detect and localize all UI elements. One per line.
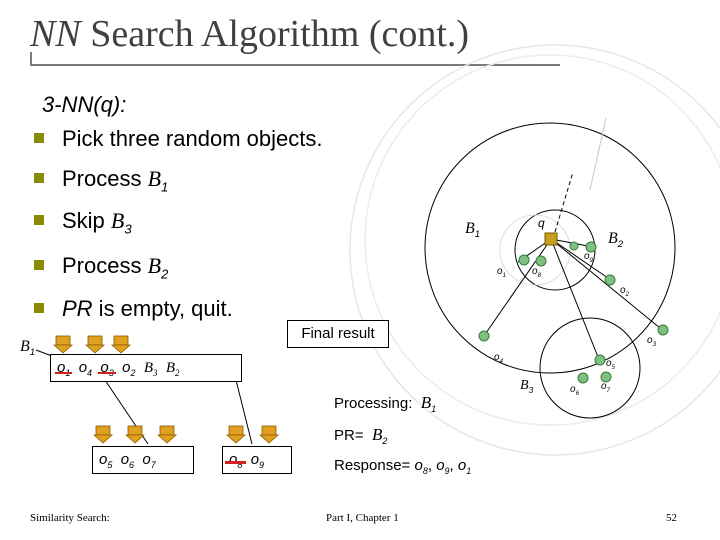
object-o5 — [594, 354, 606, 366]
query-point — [544, 232, 558, 246]
label-o2: o2 — [620, 285, 629, 298]
arrow-icon — [52, 335, 74, 354]
ball-b3 — [539, 317, 641, 419]
entry-o4: o4 — [78, 359, 93, 378]
pr-line: PR= B2 — [334, 425, 388, 446]
object-o9 — [585, 241, 597, 253]
entry-o1: o1 — [55, 359, 73, 378]
query-ball — [499, 214, 571, 286]
bullet-marker — [34, 133, 44, 144]
label-o6: o6 — [570, 384, 579, 397]
object-o6 — [577, 372, 589, 384]
bullet-marker — [34, 173, 44, 184]
page-number: 52 — [666, 512, 677, 524]
entry-o3: o3 — [98, 359, 116, 378]
title-rule-tick — [30, 52, 32, 66]
entry-o2: o2 — [122, 359, 136, 378]
bullet-marker — [34, 260, 44, 271]
q-to-o2-line — [550, 238, 609, 279]
ball-b2-label: B2 — [608, 230, 624, 251]
arrow-icon — [225, 425, 247, 444]
final-result-box: Final result — [287, 320, 389, 348]
arrow-icon — [156, 425, 178, 444]
heading: 3-NN(q): — [42, 92, 127, 117]
tree-root-label: B1 — [20, 338, 36, 359]
object-o4 — [478, 330, 490, 342]
entry-b3: B3 — [143, 360, 158, 378]
bullet-3: Skip B3 — [34, 208, 132, 236]
slide-title: NN Search Algorithm (cont.) — [30, 12, 469, 56]
arrow-icon — [92, 425, 114, 444]
arrow-icon — [258, 425, 280, 444]
q-to-o4-line — [485, 238, 552, 334]
arrow-icon — [110, 335, 132, 354]
ball-b1 — [424, 122, 676, 374]
arrow-icon — [124, 425, 146, 444]
bullet-marker — [34, 303, 44, 314]
title-underline — [30, 64, 560, 66]
footer-center: Part I, Chapter 1 — [326, 512, 399, 524]
bullet-5: PR is empty, quit. — [34, 296, 233, 322]
label-o7: o7 — [601, 381, 610, 394]
label-o5: o5 — [606, 358, 615, 371]
q-to-o5-line — [550, 238, 599, 358]
q-to-b1-radius — [554, 171, 574, 233]
ball-b3-label: B3 — [520, 378, 534, 395]
tree-edge-b2 — [235, 379, 253, 445]
arrow-icon — [84, 335, 106, 354]
query-label: q — [538, 216, 545, 230]
label-o8: o8 — [532, 266, 541, 279]
tree-leaf-b3: o5 o6 o7 — [92, 446, 194, 474]
object-o1 — [518, 254, 530, 266]
tree-leaf-b2: o8 o9 — [222, 446, 292, 474]
q-to-o3-line — [550, 238, 661, 329]
bullet-1: Pick three random objects. — [34, 126, 322, 152]
label-o1: o1 — [497, 266, 506, 279]
object-o7 — [600, 371, 612, 383]
bullet-marker — [34, 215, 44, 226]
object-o8 — [535, 255, 547, 267]
processing-line: Processing: B1 — [334, 393, 437, 414]
label-o9: o9 — [584, 251, 593, 264]
bullet-4: Process B2 — [34, 253, 168, 281]
outer-ball-faint-2 — [364, 54, 720, 426]
label-o4: o4 — [494, 352, 503, 365]
label-o3: o3 — [647, 335, 656, 348]
response-line: Response= o8, o9, o1 — [334, 457, 472, 476]
object-o3 — [657, 324, 669, 336]
faint-radius — [589, 117, 607, 191]
entry-b2: B2 — [165, 360, 180, 378]
title-prefix: NN — [30, 13, 81, 55]
title-rest: Search Algorithm (cont.) — [90, 13, 470, 55]
footer-left: Similarity Search: — [30, 512, 110, 524]
object-o2 — [604, 274, 616, 286]
root-pointer — [35, 349, 53, 357]
tree-root-node: o1 o4 o3 o2 B3 B2 — [50, 354, 242, 382]
ball-b1-label: B1 — [465, 220, 481, 241]
bullet-2: Process B1 — [34, 166, 168, 194]
pivot-b2 — [569, 241, 579, 251]
outer-ball-faint — [349, 44, 720, 456]
